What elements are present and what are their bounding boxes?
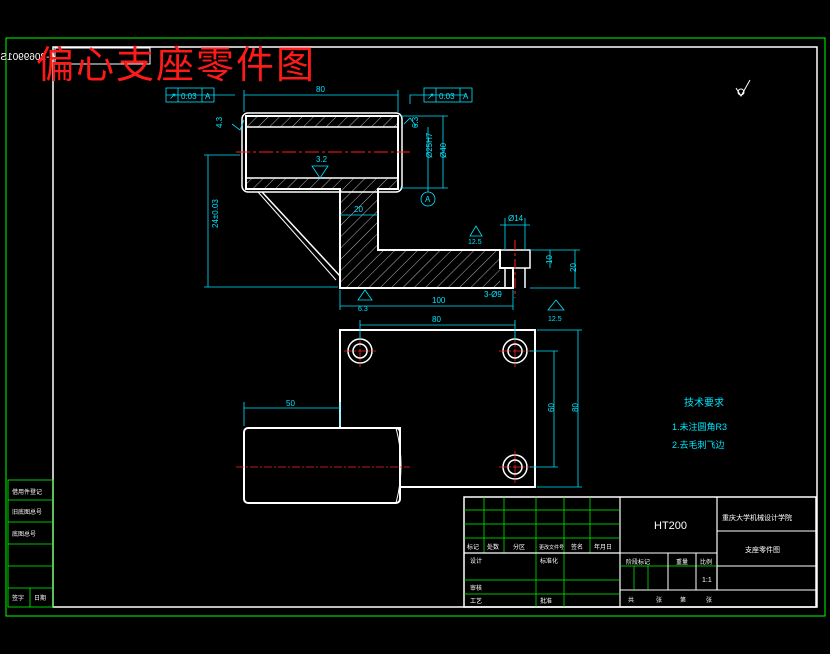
tb-ratio-value: 1:1	[702, 577, 712, 584]
tb-stage-label: 阶段标记	[626, 558, 650, 566]
inner-frame	[52, 46, 818, 608]
tb-check-label: 审核	[470, 584, 482, 592]
outer-frame	[5, 37, 826, 617]
tb-row-label-3: 分区	[513, 543, 525, 551]
tol-left-symbol-icon: ↗	[169, 91, 177, 101]
dim-bore-fit: Ø25H7	[425, 132, 434, 158]
sleeve-bottom-wall	[246, 178, 398, 189]
dim-angle-left: 4.3	[215, 116, 224, 128]
plan-dimensions	[243, 320, 582, 488]
tb-sheet-2: 张	[656, 596, 662, 604]
tb-sheet-1: 共	[628, 596, 634, 604]
tb-row-label-2: 处数	[487, 543, 499, 551]
plan-outline	[339, 329, 536, 488]
dim-hole-dia: Ø14	[508, 214, 524, 223]
tol-right-value: 0.03	[439, 92, 455, 101]
dim-roughness-bore: 3.2	[316, 155, 328, 164]
datum-a-marker: A	[420, 191, 436, 207]
strip-label-4: 签字	[12, 594, 24, 602]
tb-approve-label: 批准	[540, 597, 552, 605]
dim-angle-right: 6.3	[411, 116, 420, 128]
drawing-no-box	[54, 47, 151, 65]
roughness-symbols	[231, 117, 565, 311]
tech-req-heading: 技术要求	[684, 396, 724, 409]
dim-small-a: 10	[545, 255, 554, 264]
datum-label: A	[425, 195, 431, 204]
tb-standard-label: 标准化	[540, 557, 558, 565]
dim-web-width: 20	[354, 205, 363, 214]
tb-sheet-4: 张	[706, 596, 712, 604]
tb-row-label-4: 更改文件号	[539, 544, 564, 551]
dim-plan-height-b: 80	[571, 403, 580, 412]
tolerance-frame-right: ↗ 0.03 A	[423, 87, 473, 103]
dim-plan-offset: 50	[286, 399, 295, 408]
tb-material: HT200	[654, 520, 687, 532]
tb-part-name: 支座零件图	[745, 545, 780, 554]
plan-sleeve	[243, 427, 401, 504]
dim-roughness-right: 12.5	[548, 316, 562, 323]
tb-design-label: 设计	[470, 557, 482, 565]
dim-bottom-width: 100	[432, 296, 446, 305]
front-dimension-labels: 80 4.3 6.3 Ø25H7 Ø40 3.2 24±0.03 20 Ø14 …	[211, 85, 578, 323]
sleeve-top-wall	[246, 116, 398, 127]
drawing-title: 偏心支座零件图	[36, 43, 317, 87]
strip-label-5: 日期	[34, 594, 46, 602]
tol-right-symbol-icon: ↗	[427, 91, 435, 101]
dim-bottom-rough: 6.3	[358, 306, 368, 313]
tb-row-label-1: 标记	[467, 543, 479, 551]
tech-requirements: 技术要求 1.未注圆角R3 2.去毛刺飞边	[672, 396, 727, 450]
tb-weight-label: 重量	[676, 558, 688, 566]
front-dimensions	[166, 90, 580, 310]
title-block: HT200 重庆大学机械设计学院 支座零件图 标记 处数 分区 更改文件号 签名…	[463, 496, 817, 608]
dim-holes-note: 3-Ø9	[484, 290, 502, 299]
plan-view	[236, 329, 536, 504]
dim-top-width: 80	[316, 85, 325, 94]
strip-label-3: 底图总号	[12, 530, 36, 538]
front-view	[236, 112, 531, 298]
tol-left-value: 0.03	[181, 92, 197, 101]
strip-label-2: 旧底图总号	[12, 508, 42, 516]
left-strip: 借用件登记 旧底图总号 底图总号 签字 日期	[7, 479, 54, 608]
dim-roughness-hole: 12.5	[468, 239, 482, 246]
tb-row-label-5: 签名	[571, 543, 583, 551]
tb-craft-label: 工艺	[470, 597, 482, 605]
dim-outer-dia: Ø40	[439, 142, 448, 158]
dim-plan-height-a: 60	[547, 403, 556, 412]
tb-ratio-label: 比例	[700, 558, 712, 566]
drawing-no-stamp: A-2069901SM	[0, 52, 56, 63]
tech-req-item-1: 1.未注圆角R3	[672, 421, 727, 432]
tolerance-frame-left: ↗ 0.03 A	[165, 87, 215, 103]
strip-label-1: 借用件登记	[12, 488, 42, 496]
tol-left-datum: A	[205, 92, 211, 101]
dim-small-b: 20	[569, 263, 578, 272]
tb-row-label-6: 年月日	[594, 543, 612, 551]
tol-right-datum: A	[463, 92, 469, 101]
dim-height-main: 24±0.03	[211, 199, 220, 228]
plan-dimension-labels: 80 50 60 80	[286, 315, 580, 412]
dim-plan-width: 80	[432, 315, 441, 324]
web-section	[340, 189, 500, 288]
tech-req-item-2: 2.去毛刺飞边	[672, 439, 725, 450]
tb-sheet-3: 第	[680, 596, 686, 604]
rib-line	[261, 191, 341, 277]
tb-school: 重庆大学机械设计学院	[722, 513, 792, 522]
roughness-general-icon	[735, 79, 751, 97]
